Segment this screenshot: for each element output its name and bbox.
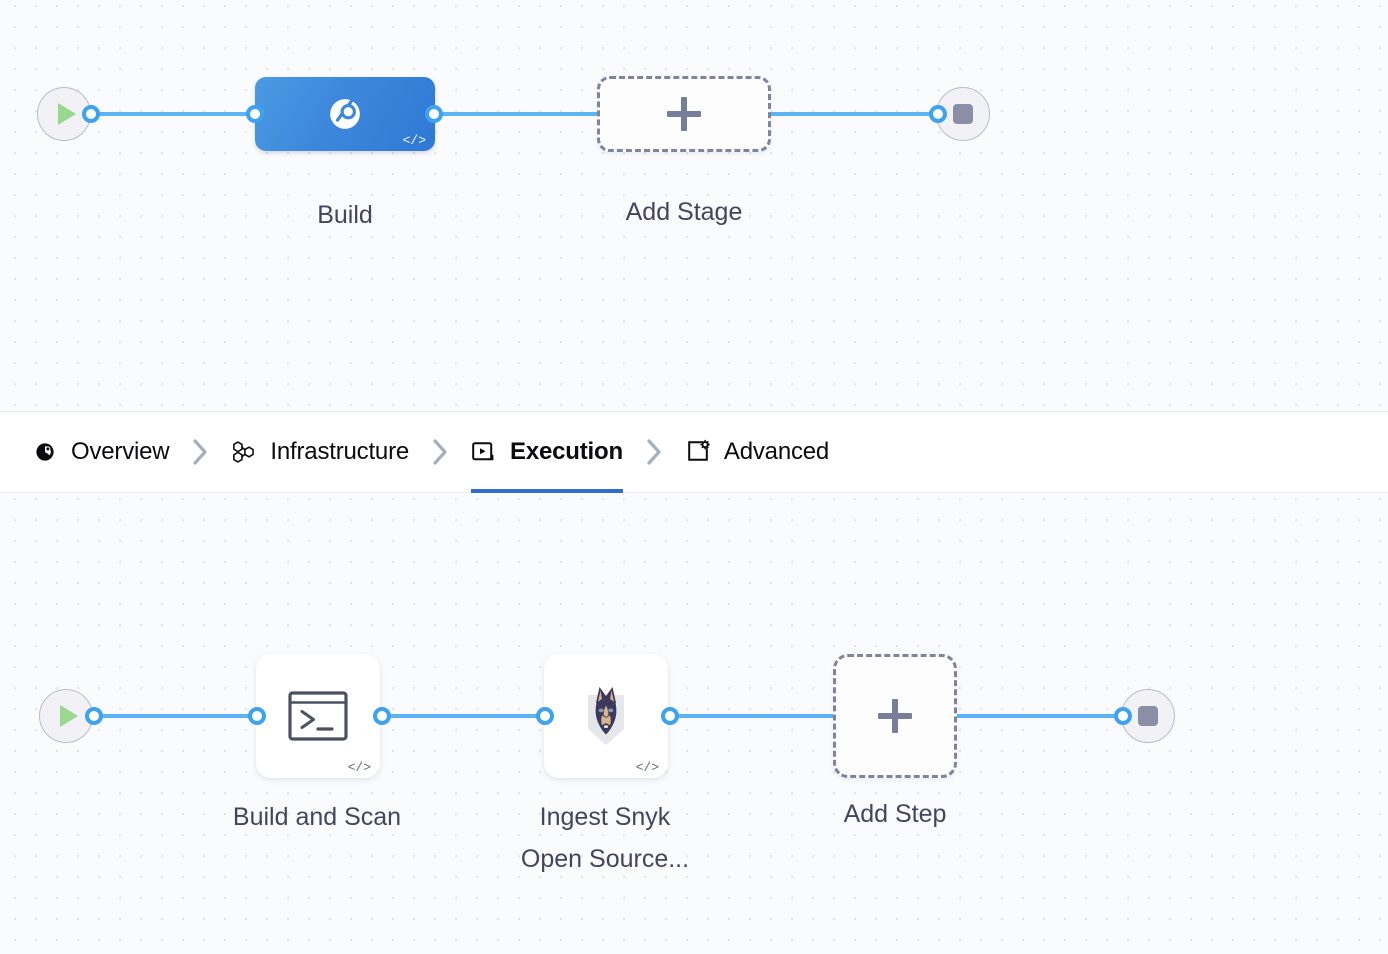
port-end-in[interactable] [929, 105, 947, 123]
code-badge-icon: </> [347, 760, 371, 775]
port-build-out[interactable] [425, 105, 443, 123]
play-in-box-icon [471, 439, 497, 465]
add-stage-button[interactable] [597, 76, 771, 152]
gear-card-icon [685, 439, 711, 465]
step-label-build-and-scan: Build and Scan [232, 803, 402, 831]
tab-infrastructure[interactable]: Infrastructure [231, 412, 409, 492]
port-step2-in[interactable] [536, 707, 554, 725]
tab-label-overview: Overview [71, 438, 170, 465]
port-exec-start-out[interactable] [85, 707, 103, 725]
stage-config-tabs: Overview Infrastructure [0, 411, 1388, 493]
play-icon [59, 705, 78, 727]
wire-build-to-addstage [432, 112, 602, 116]
step-node-ingest-snyk[interactable]: </> [544, 654, 668, 778]
tab-execution[interactable]: Execution [471, 412, 623, 493]
wire-addstep-to-end [954, 714, 1128, 718]
port-exec-end-in[interactable] [1114, 707, 1132, 725]
terminal-icon [288, 691, 348, 741]
plus-icon [878, 699, 912, 733]
port-build-in[interactable] [246, 105, 264, 123]
add-stage-label: Add Stage [625, 198, 743, 226]
code-badge-icon: </> [402, 133, 426, 148]
chevron-right-icon-2 [409, 436, 471, 468]
pipeline-end-node[interactable] [936, 87, 990, 141]
overview-pie-icon [32, 439, 58, 465]
stage-node-build[interactable]: </> [255, 77, 435, 151]
port-start-out[interactable] [82, 105, 100, 123]
snyk-dog-icon [588, 687, 624, 745]
wire-start-to-build [90, 112, 258, 116]
port-step1-out[interactable] [373, 707, 391, 725]
wire-exec-start-to-step1 [92, 714, 264, 718]
stop-icon [953, 104, 973, 124]
step-node-build-and-scan[interactable]: </> [256, 654, 380, 778]
tab-label-advanced: Advanced [723, 438, 830, 465]
execution-canvas[interactable] [0, 493, 1388, 954]
step-label-ingest-snyk: Ingest Snyk Open Source... [520, 803, 690, 873]
harness-ci-build-icon [330, 98, 360, 129]
add-step-button[interactable] [833, 654, 957, 778]
stage-canvas[interactable] [0, 0, 1388, 411]
hexagon-nodes-icon [231, 439, 257, 465]
stop-icon [1138, 706, 1158, 726]
add-step-label: Add Step [843, 800, 947, 828]
tab-overview[interactable]: Overview [32, 412, 170, 492]
plus-icon [667, 97, 701, 131]
tab-label-infrastructure: Infrastructure [270, 438, 410, 465]
chevron-right-icon-1 [169, 436, 231, 468]
play-icon [57, 103, 76, 125]
code-badge-icon: </> [635, 760, 659, 775]
wire-step2-to-addstep [664, 714, 840, 718]
port-step1-in[interactable] [248, 707, 266, 725]
tab-label-execution: Execution [510, 438, 623, 465]
port-step2-out[interactable] [661, 707, 679, 725]
chevron-right-icon-3 [623, 436, 685, 468]
execution-start-node[interactable] [39, 689, 93, 743]
wire-addstage-to-end [768, 112, 940, 116]
tab-advanced[interactable]: Advanced [685, 412, 829, 492]
stage-label-build: Build [317, 201, 373, 229]
wire-step1-to-step2 [378, 714, 550, 718]
